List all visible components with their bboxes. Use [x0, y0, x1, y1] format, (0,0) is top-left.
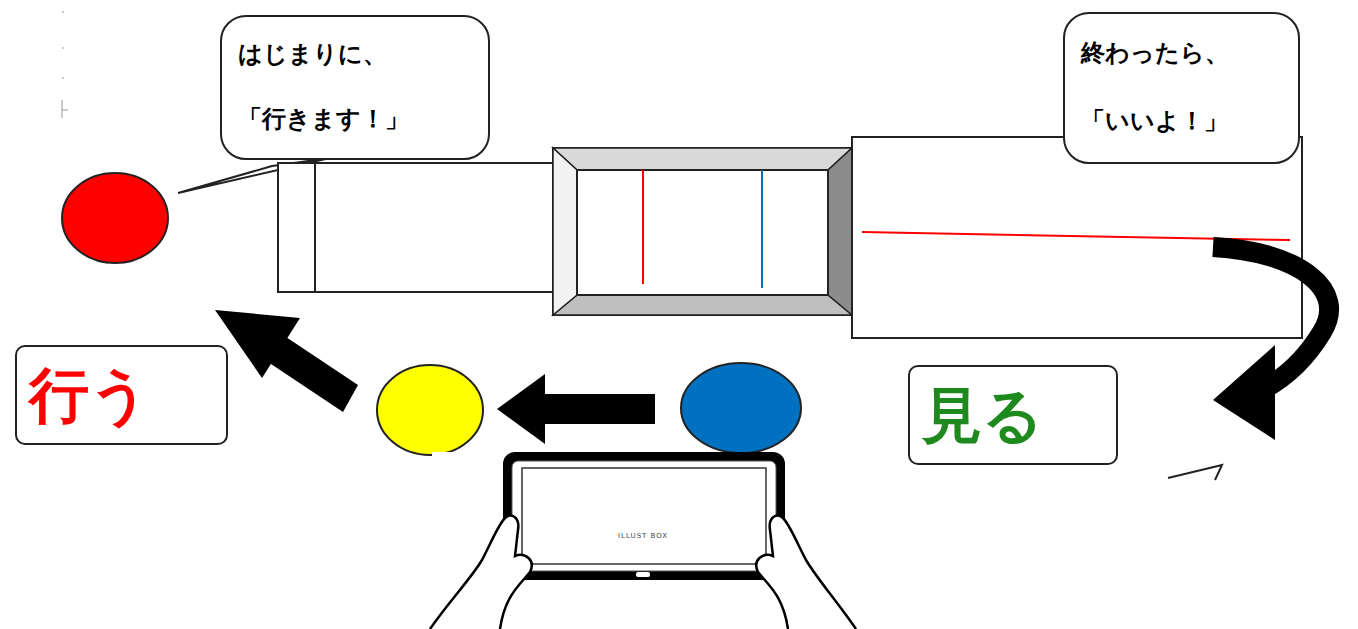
bubble-tail — [1168, 465, 1222, 480]
yellow-circle — [377, 365, 483, 455]
frame — [553, 148, 852, 315]
tube-ring — [314, 163, 316, 292]
speech-text: はじまりに、 — [238, 41, 387, 69]
watermark: ILLUST BOX — [618, 532, 668, 540]
bevel — [553, 148, 852, 170]
speech-text: 「行きます！」 — [238, 106, 409, 134]
speech-bubble: はじまりに、「行きます！」 — [220, 15, 490, 160]
margin-marks — [62, 12, 68, 118]
blue-line — [761, 170, 763, 288]
tube — [278, 163, 555, 292]
bevel — [553, 148, 577, 315]
action-word: 行う — [29, 361, 150, 430]
red-circle — [62, 173, 168, 263]
action-word: 見る — [922, 381, 1043, 450]
arrow-shaft — [540, 394, 655, 424]
action-label-box: 見る — [908, 365, 1118, 465]
action-label-box: 行う — [15, 345, 228, 445]
speech-text: 「いいよ！」 — [1081, 108, 1228, 136]
arrow-head — [1213, 345, 1275, 440]
white-patch — [432, 452, 500, 460]
speech-bubble: 終わったら、「いいよ！」 — [1063, 12, 1300, 164]
blue-circle — [681, 363, 801, 453]
bevel — [553, 295, 852, 315]
screen-box — [852, 137, 1302, 338]
window — [577, 170, 828, 295]
bevel — [828, 148, 852, 315]
speech-text: 終わったら、 — [1081, 40, 1229, 68]
red-line — [642, 170, 644, 284]
tablet-illustration — [430, 452, 856, 629]
arrow-head — [497, 374, 545, 444]
